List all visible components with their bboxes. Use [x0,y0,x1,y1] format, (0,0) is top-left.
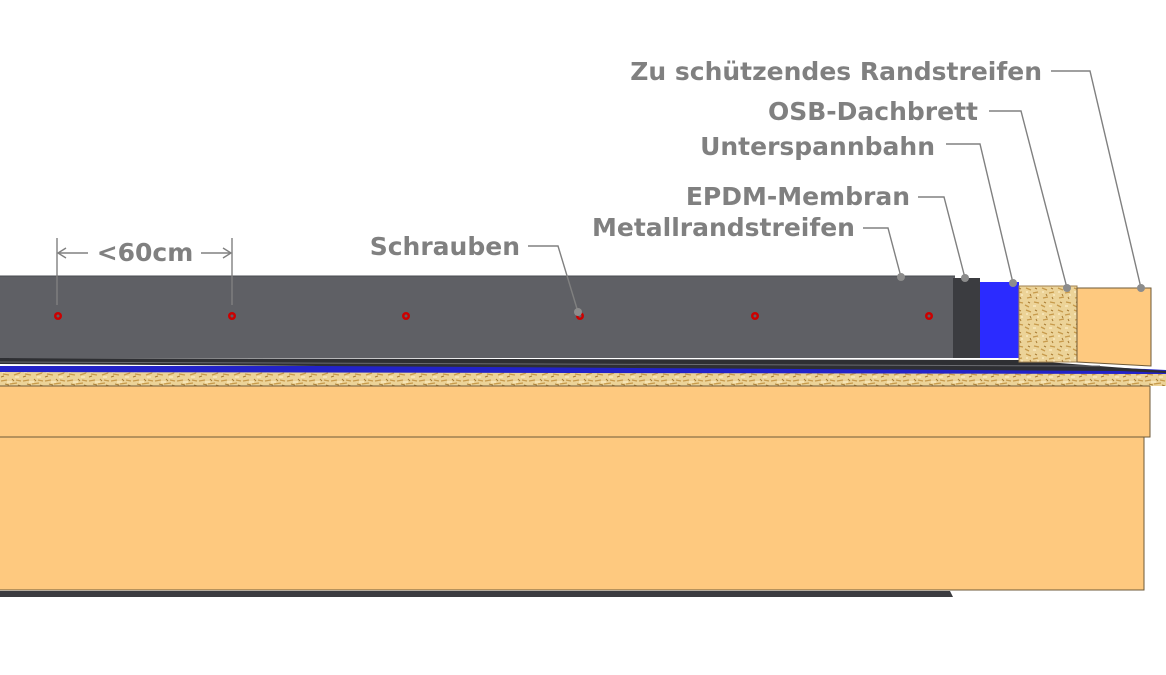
spacing-label: <60cm [97,238,194,267]
epdm-membrane-end [980,282,1019,358]
osb-board-end [1018,285,1078,363]
osb-roof-board-layer [0,372,1166,387]
label-screws: Schrauben [370,232,520,261]
label-underlay: Unterspannbahn [700,132,935,161]
leader-dots [574,273,1145,316]
metal-edge-strip [0,275,980,358]
screw [402,312,410,320]
fascia-board [0,385,1151,438]
label-osb-roof-board: OSB-Dachbrett [768,97,978,126]
screw [751,312,759,320]
screw [54,312,62,320]
label-edge-protection-strip: Zu schützendes Randstreifen [630,57,1042,86]
screw [228,312,236,320]
rafter-beam [0,436,1145,591]
label-epdm-membrane: EPDM-Membran [686,182,910,211]
screw [925,312,933,320]
underlay-layer [0,358,1166,373]
leader-lines [528,70,1142,313]
bottom-metal-strip [0,591,953,597]
spacing-dimension: <60cm [56,238,233,305]
label-metal-edge-strip: Metallrandstreifen [592,213,855,242]
edge-protection-timber [1076,287,1152,367]
